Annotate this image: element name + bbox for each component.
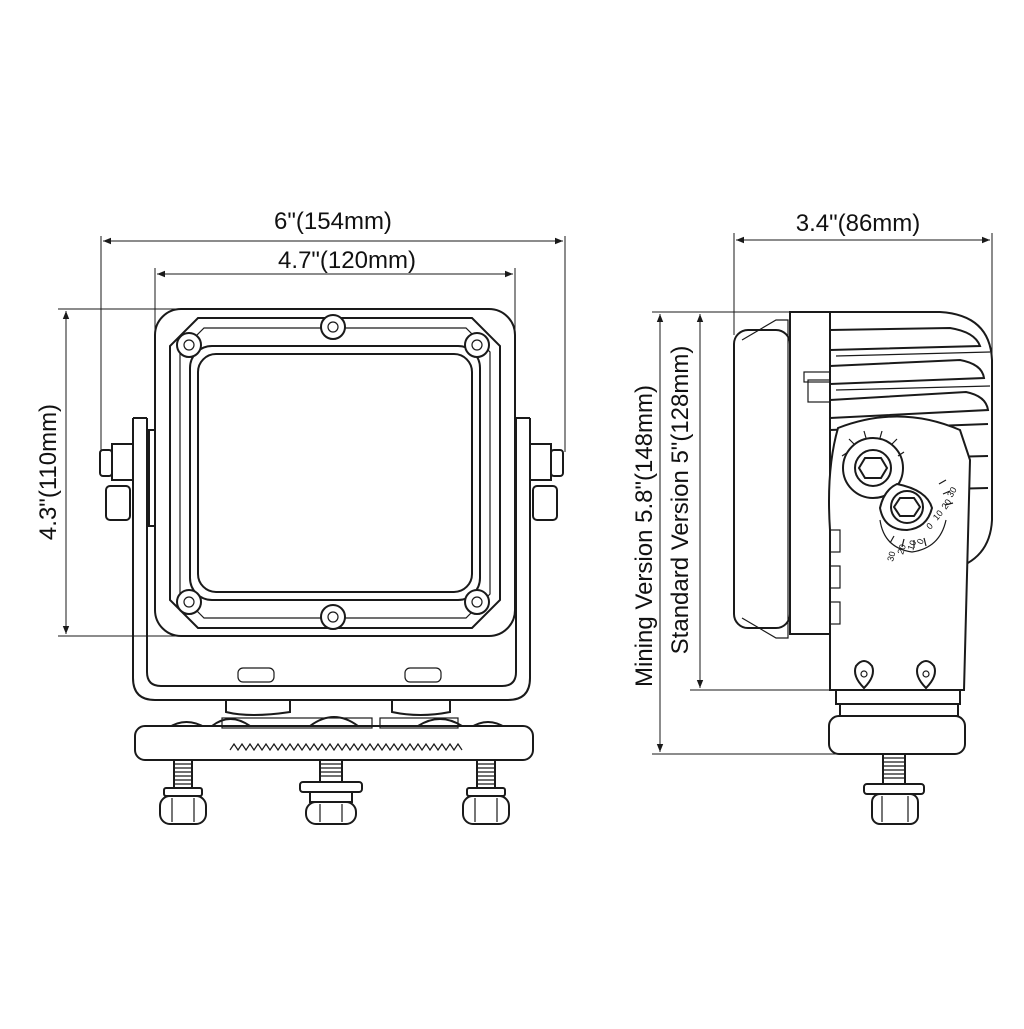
screw-bottom-left — [176, 589, 202, 615]
side-view: 30 20 10 0 0 10 20 30 — [631, 210, 993, 825]
pivot-assembly: 30 20 10 0 0 10 20 30 — [841, 430, 959, 563]
front-width-dimension: 6"(154mm) — [100, 208, 566, 452]
side-housing — [733, 311, 993, 639]
front-lens-width-dimension: 4.7"(120mm) — [154, 247, 516, 330]
front-base-plate — [134, 716, 534, 761]
angle-upper-10: 10 — [931, 508, 945, 522]
front-lens-width-label: 4.7"(120mm) — [278, 247, 416, 274]
front-housing — [154, 308, 516, 637]
standard-height-dimension: Standard Version 5"(128mm) — [667, 311, 836, 691]
front-bracket — [132, 417, 531, 701]
side-depth-dimension: 3.4"(86mm) — [733, 210, 993, 360]
hex-bolt-lower — [890, 490, 924, 524]
angle-lower-30: 30 — [885, 550, 897, 562]
screw-top-right — [464, 332, 490, 358]
screw-bottom-center — [320, 604, 346, 630]
front-bolt-left — [159, 759, 207, 825]
angle-upper-30: 30 — [945, 485, 959, 499]
angle-scale-ticks — [889, 479, 954, 548]
front-width-label: 6"(154mm) — [274, 208, 392, 235]
screw-bottom-right — [464, 589, 490, 615]
front-lens — [189, 345, 481, 601]
bracket-cutouts — [854, 660, 936, 690]
angle-scale-lower: 0 10 20 30 — [885, 537, 926, 562]
front-bracket-feet — [225, 667, 451, 716]
angle-upper-20: 20 — [939, 497, 953, 511]
front-bolt-right — [462, 759, 510, 825]
angle-lower-0: 0 — [915, 537, 926, 546]
screw-top-center — [320, 314, 346, 340]
angle-scale-upper: 30 20 10 0 — [924, 485, 958, 531]
angle-upper-0: 0 — [924, 521, 935, 532]
side-bolt — [863, 753, 925, 825]
front-screws — [176, 314, 490, 630]
side-base — [828, 689, 966, 755]
angle-lower-20: 20 — [895, 543, 908, 556]
standard-height-label: Standard Version 5"(128mm) — [667, 346, 694, 655]
side-depth-label: 3.4"(86mm) — [796, 210, 921, 237]
hex-bolt-upper — [854, 449, 892, 487]
front-bolt-center — [299, 759, 363, 825]
front-height-dimension: 4.3"(110mm) — [35, 308, 200, 637]
front-height-label: 4.3"(110mm) — [35, 404, 62, 540]
mining-height-label: Mining Version 5.8"(148mm) — [631, 385, 658, 687]
mining-height-dimension: Mining Version 5.8"(148mm) — [631, 311, 860, 755]
front-view: 6"(154mm) 4.7"(120mm) 4.3"(110mm) — [35, 208, 566, 825]
screw-top-left — [176, 332, 202, 358]
angle-lower-10: 10 — [905, 539, 918, 552]
